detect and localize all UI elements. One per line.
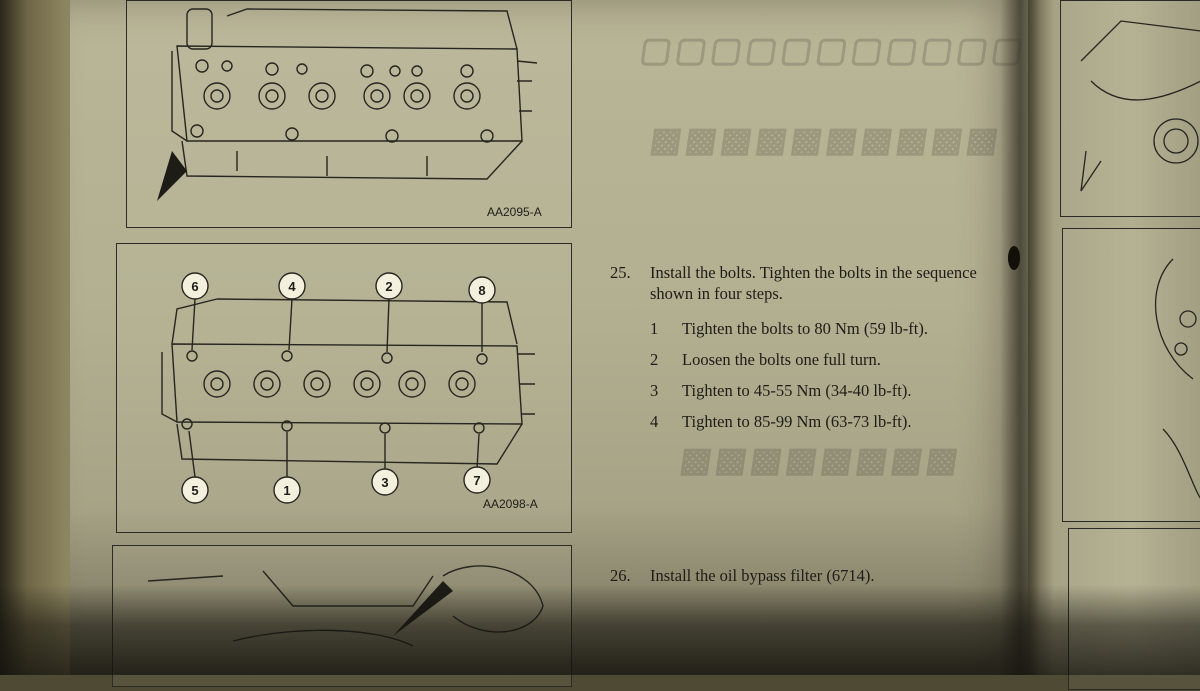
step-instruction: Install the oil bypass filter (6714). <box>650 566 875 585</box>
bolt-7-marker <box>463 466 491 494</box>
bleed-through-ghost: ▩▩▩▩▩▩▩▩▩▩ <box>647 121 1004 159</box>
step-number: 26. <box>610 566 631 585</box>
bolt-5-marker <box>181 476 209 504</box>
binder-hole <box>1008 246 1020 270</box>
bolt-sequence-illustration: 6 4 2 8 5 1 3 7 AA2098-A <box>161 272 538 511</box>
bolt-number-label: 2 <box>385 279 392 294</box>
facing-page-figure <box>1068 528 1200 690</box>
step-instruction: Install the bolts. Tighten the bolts in … <box>650 263 977 303</box>
substep-item: 1 Tighten the bolts to 80 Nm (59 lb-ft). <box>650 318 1010 349</box>
bleed-through-ghost: ▩▩▩▩▩▩▩▩ <box>677 441 964 479</box>
substep-number: 2 <box>650 350 659 369</box>
substep-item: 3 Tighten to 45-55 Nm (34-40 lb-ft). <box>650 380 1010 411</box>
substep-text: Loosen the bolts one full turn. <box>682 350 881 369</box>
facing-page-figure <box>1060 0 1200 217</box>
substep-number: 3 <box>650 381 659 400</box>
bolt-number-label: 8 <box>478 283 485 298</box>
facing-page-figure <box>1062 228 1200 522</box>
substep-number: 1 <box>650 319 659 338</box>
substep-number: 4 <box>650 412 659 431</box>
page-gutter <box>1000 0 1040 675</box>
substep-item: 2 Loosen the bolts one full turn. <box>650 349 1010 380</box>
oil-filter-illustration <box>147 565 544 647</box>
facing-page <box>1028 0 1200 675</box>
substep-text: Tighten to 85-99 Nm (63-73 lb-ft). <box>682 412 912 431</box>
bolt-number-label: 7 <box>473 473 480 488</box>
substep-text: Tighten to 45-55 Nm (34-40 lb-ft). <box>682 381 912 400</box>
bolt-8-marker <box>468 276 496 304</box>
bolt-3-marker <box>371 468 399 496</box>
bolt-number-label: 1 <box>283 483 290 498</box>
bolt-number-label: 3 <box>381 475 388 490</box>
facing-figure-illustration <box>1080 20 1200 192</box>
figure-panel-bolt-sequence: 6 4 2 8 5 1 3 7 AA2098-A <box>116 243 572 533</box>
bleed-through-ghost: ▢▢▢▢▢▢▢▢▢▢▢ <box>637 31 1030 69</box>
figure-panel-oil-filter <box>112 545 572 687</box>
bolt-1-marker <box>273 476 301 504</box>
bolt-4-marker <box>278 272 306 300</box>
substep-item: 4 Tighten to 85-99 Nm (63-73 lb-ft). <box>650 411 1010 442</box>
figure-id-label: AA2098-A <box>483 497 538 511</box>
bolt-number-label: 6 <box>191 279 198 294</box>
cylinder-head-illustration: AA2095-A <box>157 8 542 219</box>
manual-page <box>70 0 1030 675</box>
bolt-2-marker <box>375 272 403 300</box>
substep-text: Tighten the bolts to 80 Nm (59 lb-ft). <box>682 319 928 338</box>
figure-panel-cylinder-head: AA2095-A <box>126 0 572 228</box>
step-number: 25. <box>610 263 631 282</box>
substep-list: 1 Tighten the bolts to 80 Nm (59 lb-ft).… <box>650 318 1010 442</box>
figure-id-label: AA2095-A <box>487 205 542 219</box>
facing-figure-illustration <box>1154 258 1200 499</box>
bolt-number-label: 5 <box>191 483 198 498</box>
bolt-6-marker <box>181 272 209 300</box>
bolt-number-label: 4 <box>288 279 296 294</box>
